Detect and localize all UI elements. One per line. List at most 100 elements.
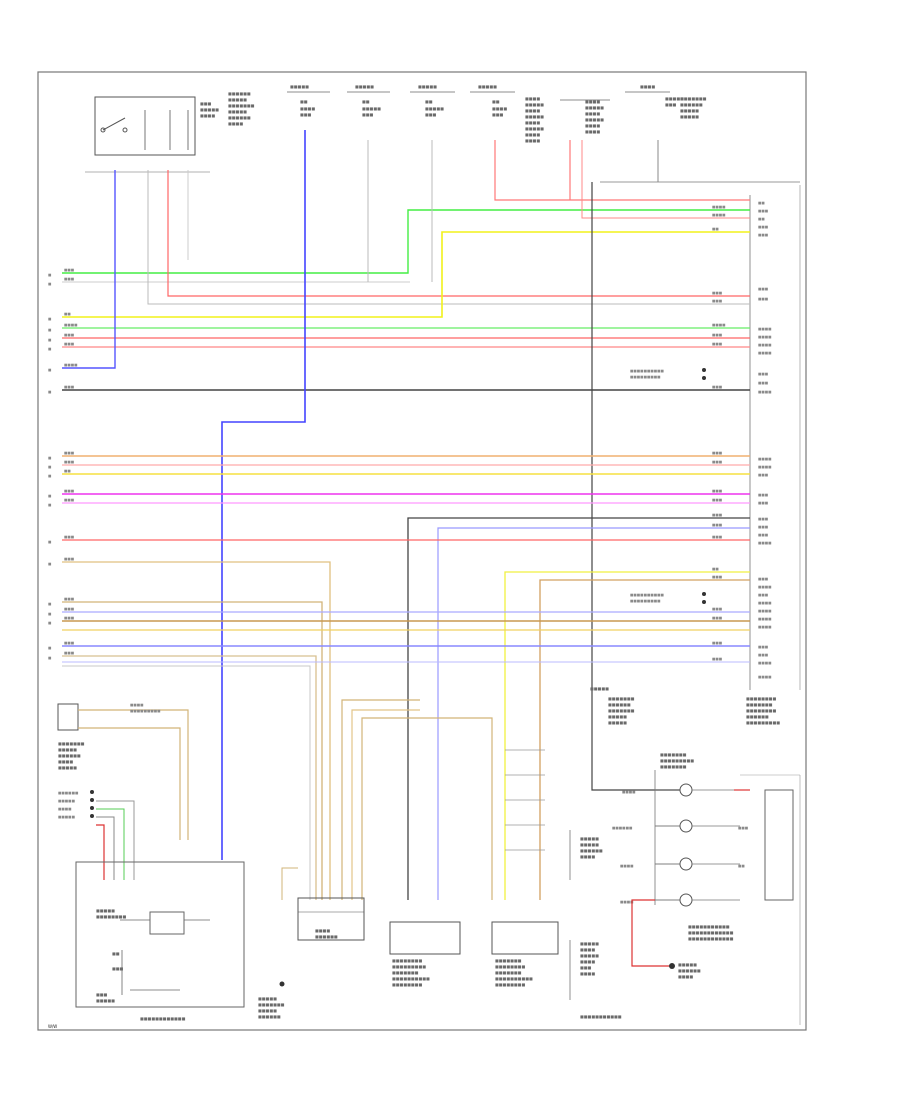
svg-text:■■: ■■ (112, 951, 120, 956)
svg-text:■■■■■■: ■■■■■■ (680, 102, 703, 107)
svg-text:■■■: ■■■ (712, 291, 723, 295)
svg-text:■: ■ (48, 328, 52, 332)
wire-tan (341, 699, 420, 900)
svg-text:■■■■■■■■: ■■■■■■■■ (746, 708, 776, 713)
wire-gray (147, 170, 750, 305)
svg-text:■■■■■■■: ■■■■■■■ (608, 708, 635, 713)
svg-text:■■■■: ■■■■ (492, 106, 507, 111)
svg-text:■■■■■: ■■■■■ (525, 126, 544, 131)
svg-text:■■■: ■■■ (64, 535, 75, 539)
svg-text:■■■■: ■■■■ (620, 864, 634, 868)
svg-text:■■■■■: ■■■■■ (228, 97, 247, 102)
svg-text:■■■: ■■■ (64, 277, 75, 281)
svg-text:■■■■■■■■■■: ■■■■■■■■■■ (392, 976, 430, 981)
svg-text:■■■■■■■■■: ■■■■■■■■■ (630, 375, 661, 379)
svg-text:■■■■■■: ■■■■■■ (746, 714, 769, 719)
svg-text:■■■■■■: ■■■■■■ (612, 826, 633, 830)
svg-text:■■: ■■ (758, 217, 765, 221)
svg-text:■■■: ■■■ (362, 112, 374, 117)
svg-text:■■■: ■■■ (300, 112, 312, 117)
svg-text:■■■: ■■■ (712, 385, 723, 389)
svg-text:■■■■■■: ■■■■■■ (678, 968, 701, 973)
svg-text:■■■■: ■■■■ (585, 111, 600, 116)
svg-text:■■■: ■■■ (758, 287, 769, 291)
svg-text:■■■■: ■■■■ (585, 99, 600, 104)
svg-text:■■■: ■■■ (712, 641, 723, 645)
svg-text:■■■: ■■■ (96, 992, 108, 997)
svg-text:■: ■ (48, 465, 52, 469)
svg-text:■■■■: ■■■■ (525, 132, 540, 137)
svg-text:■■■■: ■■■■ (758, 675, 772, 679)
wire-gray (96, 816, 115, 880)
svg-text:■: ■ (48, 612, 52, 616)
wire-tan (361, 717, 493, 900)
svg-text:■■■: ■■■ (758, 525, 769, 529)
svg-text:■: ■ (48, 646, 52, 650)
component-row (654, 770, 740, 907)
svg-text:■■■: ■■■ (712, 657, 723, 661)
wire-red (96, 824, 105, 880)
diagram-frame (37, 71, 807, 1031)
svg-text:■■■■■■■: ■■■■■■■ (495, 958, 522, 963)
svg-text:■■■■■: ■■■■■ (678, 962, 697, 967)
svg-text:■■■: ■■■ (758, 593, 769, 597)
svg-text:■■■: ■■■ (758, 517, 769, 521)
svg-text:■■■■: ■■■■ (758, 457, 772, 461)
svg-text:■■■■■■■■: ■■■■■■■■ (495, 982, 525, 987)
svg-text:■■■■: ■■■■ (58, 807, 72, 811)
svg-text:■■■■: ■■■■ (678, 974, 693, 979)
svg-text:■■■: ■■■ (712, 575, 723, 579)
wire-green (62, 209, 750, 274)
svg-text:■■■■■■■■■: ■■■■■■■■■ (630, 599, 661, 603)
svg-text:■■■: ■■■ (712, 523, 723, 527)
svg-text:■■■■■: ■■■■■ (580, 953, 599, 958)
svg-text:■■■: ■■■ (64, 333, 75, 337)
svg-text:■■■: ■■■ (758, 645, 769, 649)
svg-text:■■■■■: ■■■■■ (525, 102, 544, 107)
wire-tan (62, 655, 317, 900)
wire-green (96, 808, 125, 880)
svg-text:■■■: ■■■ (64, 385, 75, 389)
svg-text:■■: ■■ (712, 567, 719, 571)
svg-text:■■■: ■■■ (758, 297, 769, 301)
svg-text:■■■: ■■■ (712, 333, 723, 337)
svg-text:■: ■ (48, 562, 52, 566)
svg-text:■■■■: ■■■■ (758, 661, 772, 665)
svg-text:■■■■■■■■■: ■■■■■■■■■ (392, 964, 426, 969)
svg-text:■■■■■■: ■■■■■■ (315, 934, 338, 939)
svg-text:■■■■■: ■■■■■ (58, 799, 76, 803)
svg-text:■■■■■: ■■■■■ (58, 815, 76, 819)
svg-text:■■■■■■: ■■■■■■ (580, 848, 603, 853)
wire-tan (78, 709, 189, 840)
svg-text:■■■■■■■■: ■■■■■■■■ (746, 696, 776, 701)
svg-text:■■■: ■■■ (64, 342, 75, 346)
svg-text:■■■■■■■■■: ■■■■■■■■■ (130, 709, 161, 713)
svg-text:■■■■■: ■■■■■ (590, 686, 609, 691)
svg-text:■■■: ■■■ (64, 607, 75, 611)
svg-text:■■■■: ■■■■ (758, 465, 772, 469)
svg-text:■■■■: ■■■■ (525, 96, 540, 101)
svg-text:■■■■■: ■■■■■ (362, 106, 381, 111)
svg-text:■■■■■■■■: ■■■■■■■■ (392, 982, 422, 987)
svg-text:■: ■ (48, 503, 52, 507)
svg-text:■■■■■■■■■■■■: ■■■■■■■■■■■■ (688, 930, 734, 935)
svg-text:■■■■: ■■■■ (640, 84, 655, 89)
svg-text:■■■■■: ■■■■■ (58, 765, 77, 770)
wire-lavender (437, 527, 750, 900)
svg-text:■■■: ■■■ (64, 498, 75, 502)
svg-text:■■■■■: ■■■■■ (355, 84, 374, 89)
shield-marker: ■■■■■■■■■■ ■■■■■■■■■ ■■■■■■■■■■ ■■■■■■■■… (630, 368, 706, 604)
svg-text:■■■■: ■■■■ (64, 363, 78, 367)
svg-text:■■■■■■: ■■■■■■ (258, 1014, 281, 1019)
svg-text:■■■■: ■■■■ (758, 625, 772, 629)
svg-text:■■■■■■■: ■■■■■■■ (660, 764, 687, 769)
svg-text:■■■■: ■■■■ (622, 790, 636, 794)
svg-text:■■■■■■■: ■■■■■■■ (660, 752, 687, 757)
svg-text:■: ■ (48, 540, 52, 544)
svg-text:■■■■: ■■■■ (315, 928, 330, 933)
svg-text:■■■■■: ■■■■■ (96, 998, 115, 1003)
pin-marker (279, 981, 285, 987)
svg-text:■■■■: ■■■■ (300, 106, 315, 111)
svg-text:■■■■■: ■■■■■ (525, 114, 544, 119)
module-icon (740, 774, 801, 1025)
